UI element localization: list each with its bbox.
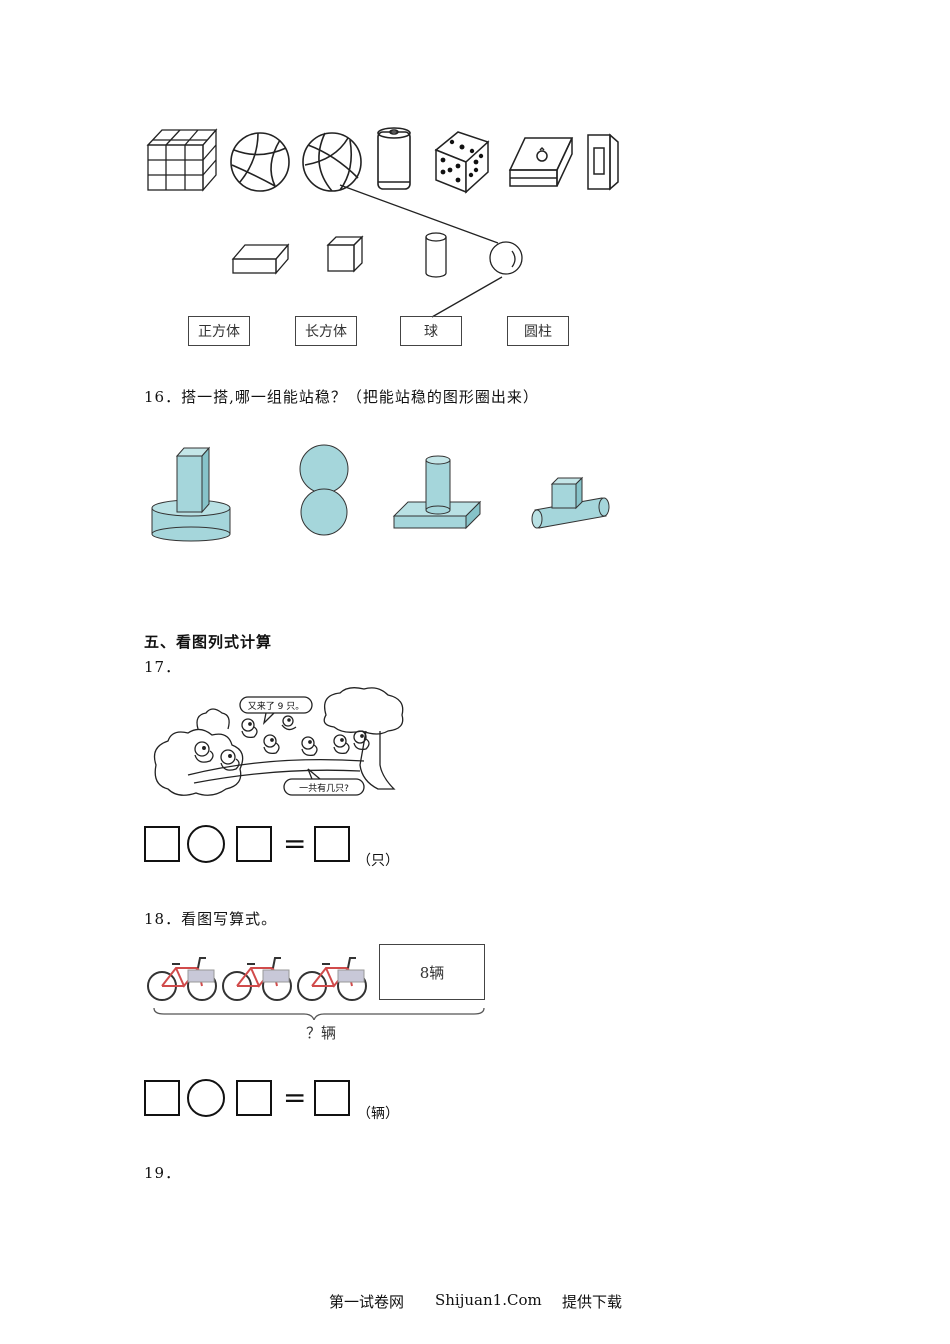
q16-stacks-figure bbox=[151, 444, 610, 542]
footer-right: 提供下载 bbox=[562, 1293, 623, 1311]
sphere-shape-icon bbox=[489, 241, 523, 275]
match-line-basketball bbox=[339, 184, 499, 244]
bicycle-icon bbox=[147, 957, 217, 1001]
bird-icon bbox=[281, 715, 297, 731]
q17-operator-circle[interactable] bbox=[187, 825, 225, 863]
bicycle-icon bbox=[222, 957, 292, 1001]
cuboid-shape-icon bbox=[231, 243, 290, 275]
gift-box-icon bbox=[508, 137, 574, 187]
bird-icon bbox=[353, 730, 370, 751]
q17-unit: （只） bbox=[357, 853, 399, 869]
q18-unit: （辆） bbox=[357, 1106, 399, 1122]
q18-title: 18．看图写算式。 bbox=[144, 910, 278, 928]
dice-icon bbox=[434, 131, 490, 194]
label-cube[interactable]: 正方体 bbox=[188, 316, 250, 346]
cube-shape-icon bbox=[326, 235, 364, 273]
label-sphere[interactable]: 球 bbox=[400, 316, 462, 346]
bird-icon bbox=[263, 734, 280, 755]
q18-bicycles-figure bbox=[147, 957, 485, 1020]
bird-icon bbox=[333, 734, 350, 755]
q18-box-1[interactable] bbox=[144, 1080, 180, 1116]
stack-2 bbox=[299, 444, 349, 536]
match-line-sphere bbox=[431, 276, 503, 318]
q18-question-label: ？辆 bbox=[306, 1024, 337, 1042]
bubble-top-text: 又来了 9 只。 bbox=[248, 701, 304, 712]
bird-icon bbox=[301, 736, 318, 757]
q16-question: 16．搭一搭,哪一组能站稳？（把能站稳的图形圈出来） bbox=[144, 386, 539, 407]
q18-operator-circle[interactable] bbox=[187, 1079, 225, 1117]
q17-birds-figure: 又来了 9 只。 一共有几只? bbox=[153, 687, 404, 796]
volleyball-icon bbox=[230, 132, 290, 192]
stack-4 bbox=[531, 476, 610, 529]
q18-box-2[interactable] bbox=[236, 1080, 272, 1116]
q15-objects-figure bbox=[146, 127, 619, 194]
footer-middle[interactable]: Shijuan1.Com bbox=[435, 1291, 542, 1309]
q16-number: 16． bbox=[144, 388, 182, 406]
basketball-icon bbox=[302, 132, 362, 192]
can-icon bbox=[377, 127, 411, 190]
q18-box-label: 8辆 bbox=[419, 963, 445, 982]
q16-text: 搭一搭,哪一组能站稳？（把能站稳的图形圈出来） bbox=[181, 388, 539, 406]
q17-answer-box[interactable] bbox=[314, 826, 350, 862]
label-cylinder[interactable]: 圆柱 bbox=[507, 316, 569, 346]
q17-box-2[interactable] bbox=[236, 826, 272, 862]
q15-shapes-figure bbox=[231, 184, 523, 318]
q17-equals: = bbox=[283, 827, 307, 860]
q17-number: 17． bbox=[144, 658, 182, 676]
section-5-title: 五、看图列式计算 bbox=[144, 633, 273, 651]
brace bbox=[153, 1007, 485, 1020]
q18-box: 8辆 bbox=[379, 944, 485, 1000]
stack-1 bbox=[151, 446, 231, 542]
stack-3 bbox=[392, 455, 482, 530]
q18-answer-box[interactable] bbox=[314, 1080, 350, 1116]
rubik-cube-icon bbox=[146, 128, 218, 192]
q19-number: 19． bbox=[144, 1164, 182, 1182]
bicycle-icon bbox=[297, 957, 367, 1001]
q18-equals: = bbox=[283, 1081, 307, 1114]
cylinder-shape-icon bbox=[425, 232, 447, 278]
eraser-icon bbox=[587, 133, 619, 191]
q17-box-1[interactable] bbox=[144, 826, 180, 862]
bird-icon bbox=[241, 718, 258, 739]
footer-left: 第一试卷网 bbox=[329, 1293, 405, 1311]
label-cuboid[interactable]: 长方体 bbox=[295, 316, 357, 346]
bubble-bottom-text: 一共有几只? bbox=[299, 782, 349, 794]
bird-icon bbox=[194, 741, 214, 763]
bird-icon bbox=[220, 749, 240, 771]
